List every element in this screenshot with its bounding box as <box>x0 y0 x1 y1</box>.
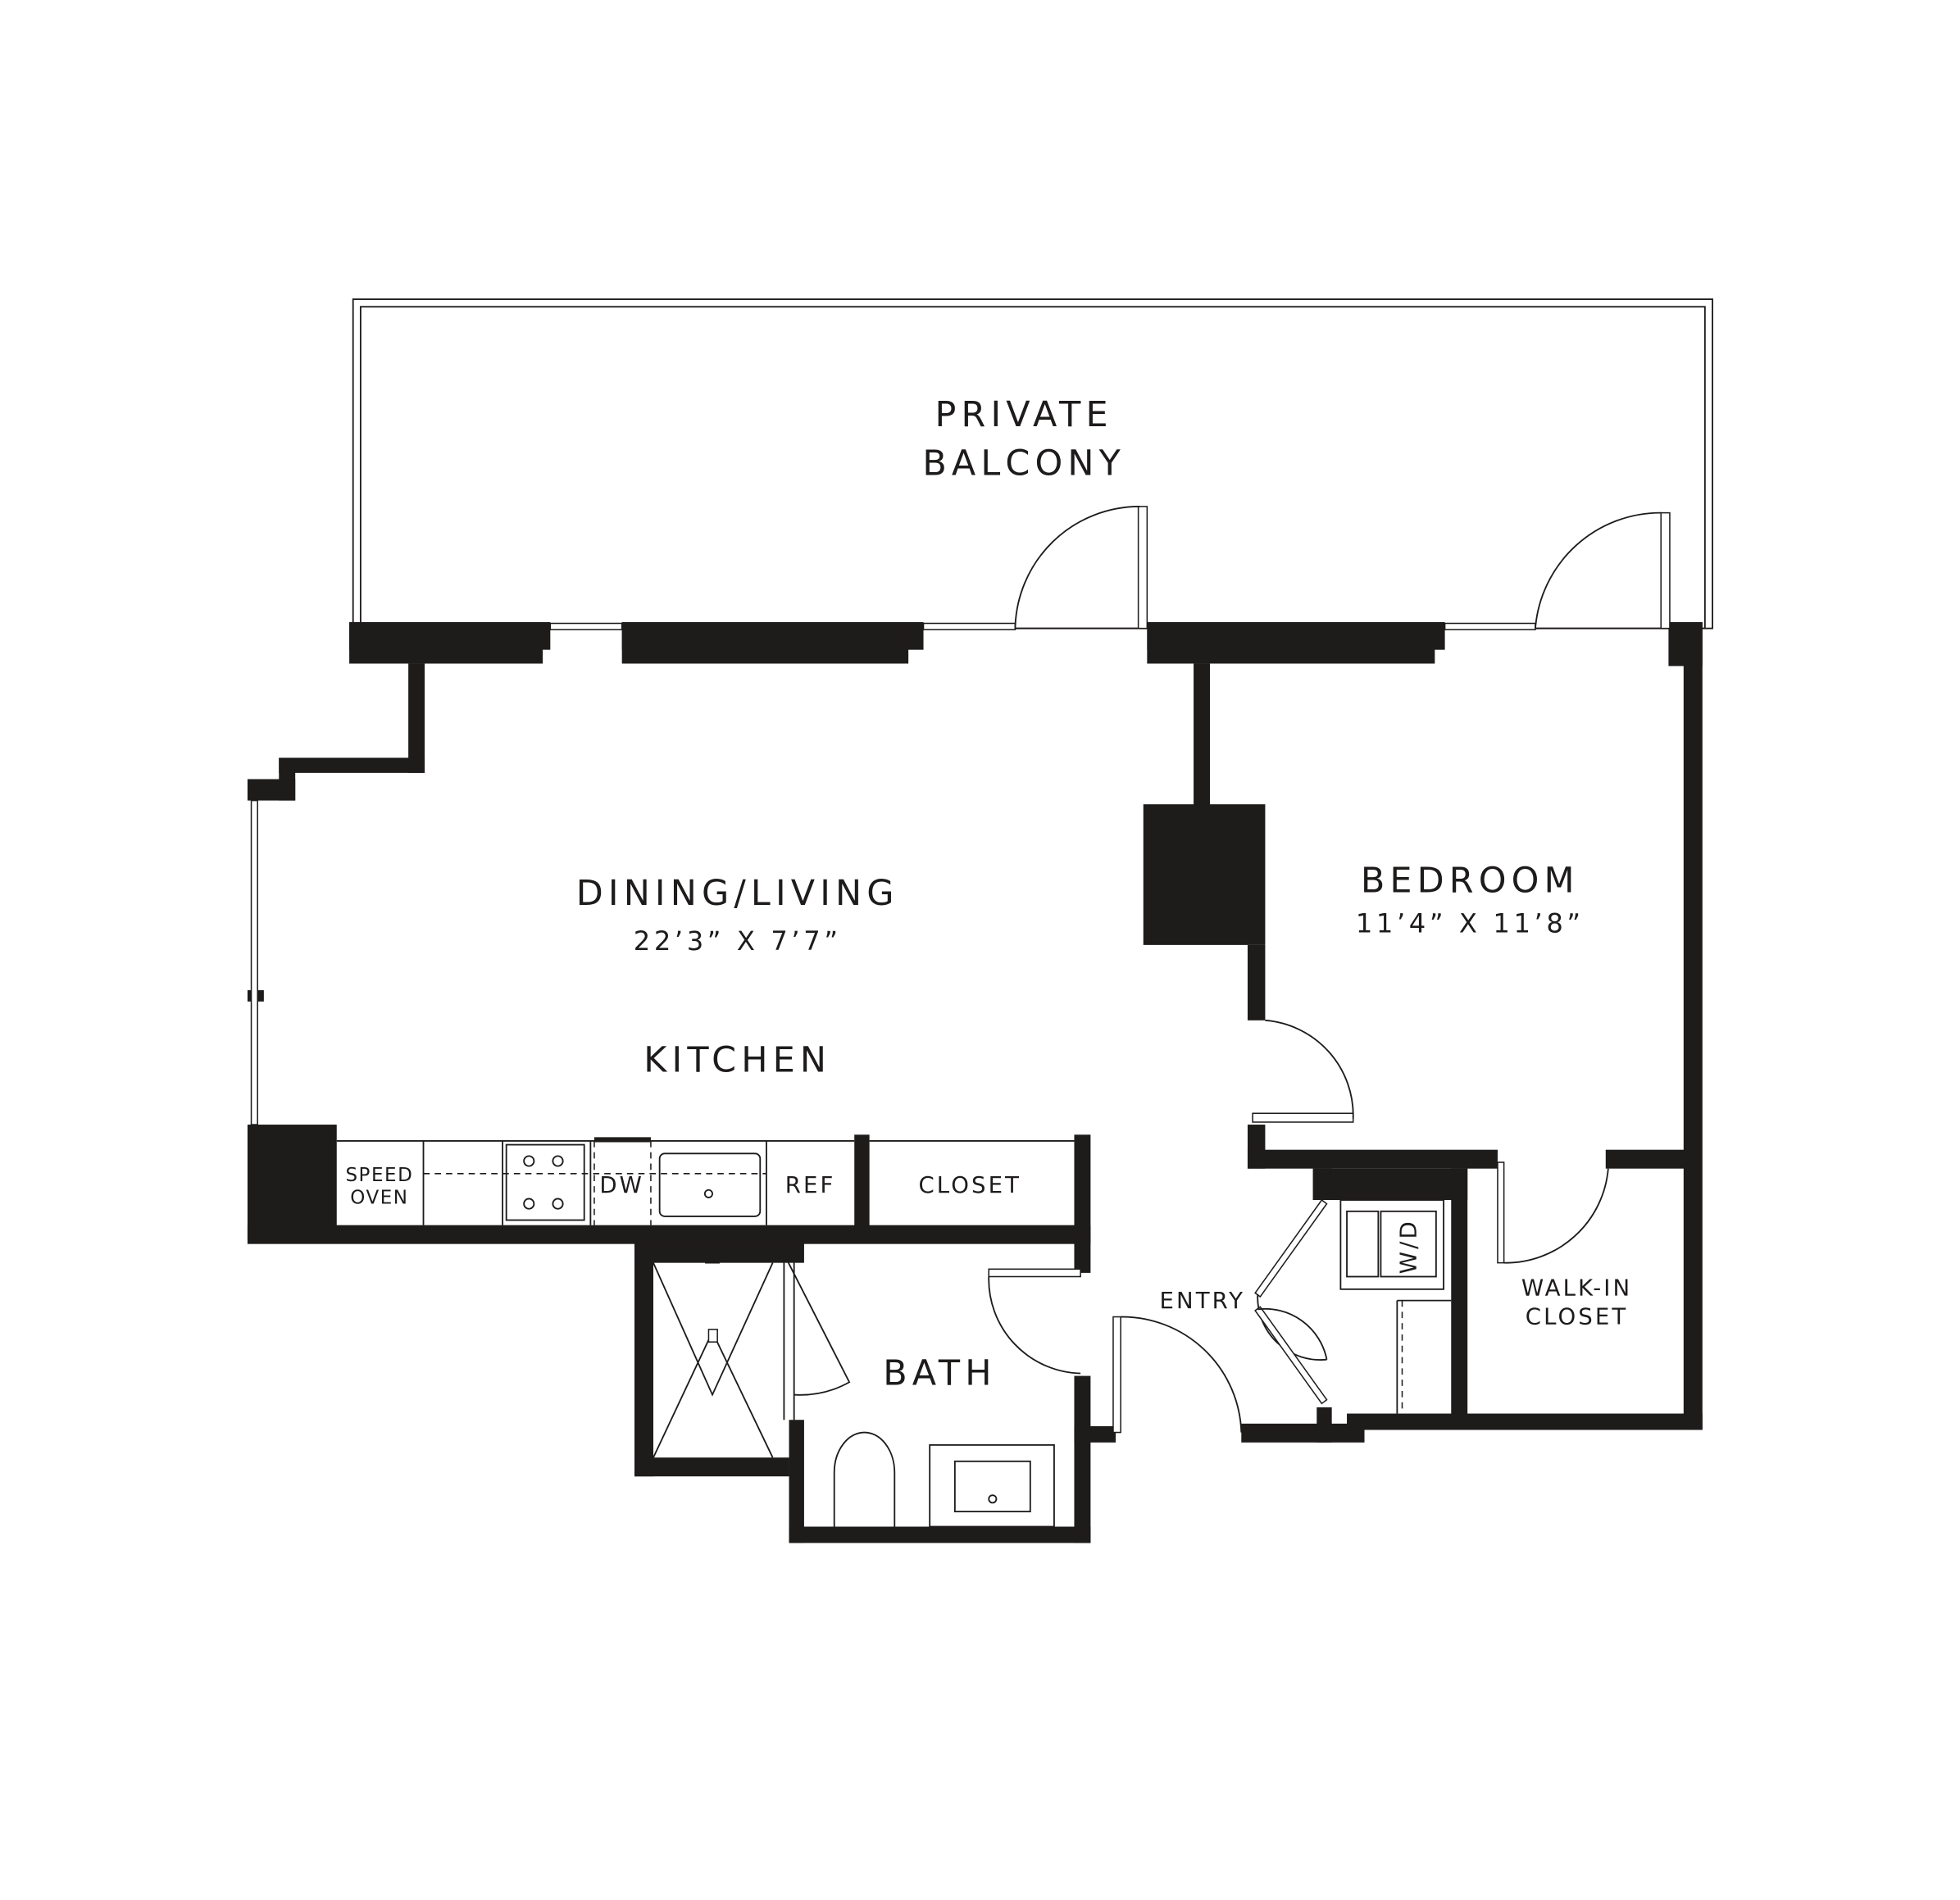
closet-label: CLOSET <box>918 1171 1021 1198</box>
walls <box>247 621 1703 1543</box>
living-dimensions: 22’3” X 7’7” <box>634 925 842 957</box>
walk-in-label-line2: CLOSET <box>1526 1303 1629 1330</box>
balcony-railing <box>352 298 1713 630</box>
speed-oven-label-line1: SPEED <box>345 1165 413 1186</box>
dishwasher-label: DW <box>599 1171 644 1198</box>
kitchen-sink <box>658 1152 762 1217</box>
doors <box>783 506 1671 1434</box>
bedroom-label: BEDROOM <box>1361 860 1580 901</box>
toilet <box>833 1431 896 1527</box>
entry-label: ENTRY <box>1160 1287 1245 1314</box>
bath-label: BATH <box>883 1352 996 1393</box>
windows <box>250 622 1536 1125</box>
washer-dryer-label: W/D <box>1394 1219 1421 1274</box>
bedroom-dimensions: 11’4” X 11’8” <box>1356 908 1585 939</box>
living-label: DINING/LIVING <box>576 873 899 914</box>
refrigerator-label: REF <box>785 1171 836 1198</box>
walk-in-label-line1: WALK-IN <box>1521 1274 1632 1301</box>
washer-dryer <box>1339 1199 1452 1414</box>
bath-sink <box>953 1460 1031 1513</box>
bath-fixtures <box>653 1249 1055 1528</box>
kitchen-label: KITCHEN <box>643 1040 831 1081</box>
balcony-label-line1: PRIVATE <box>935 394 1113 435</box>
speed-oven-label-line2: OVEN <box>350 1188 408 1209</box>
kitchen-counter <box>336 1137 1075 1225</box>
cooktop <box>505 1143 585 1221</box>
balcony-label-line2: BALCONY <box>922 443 1126 484</box>
